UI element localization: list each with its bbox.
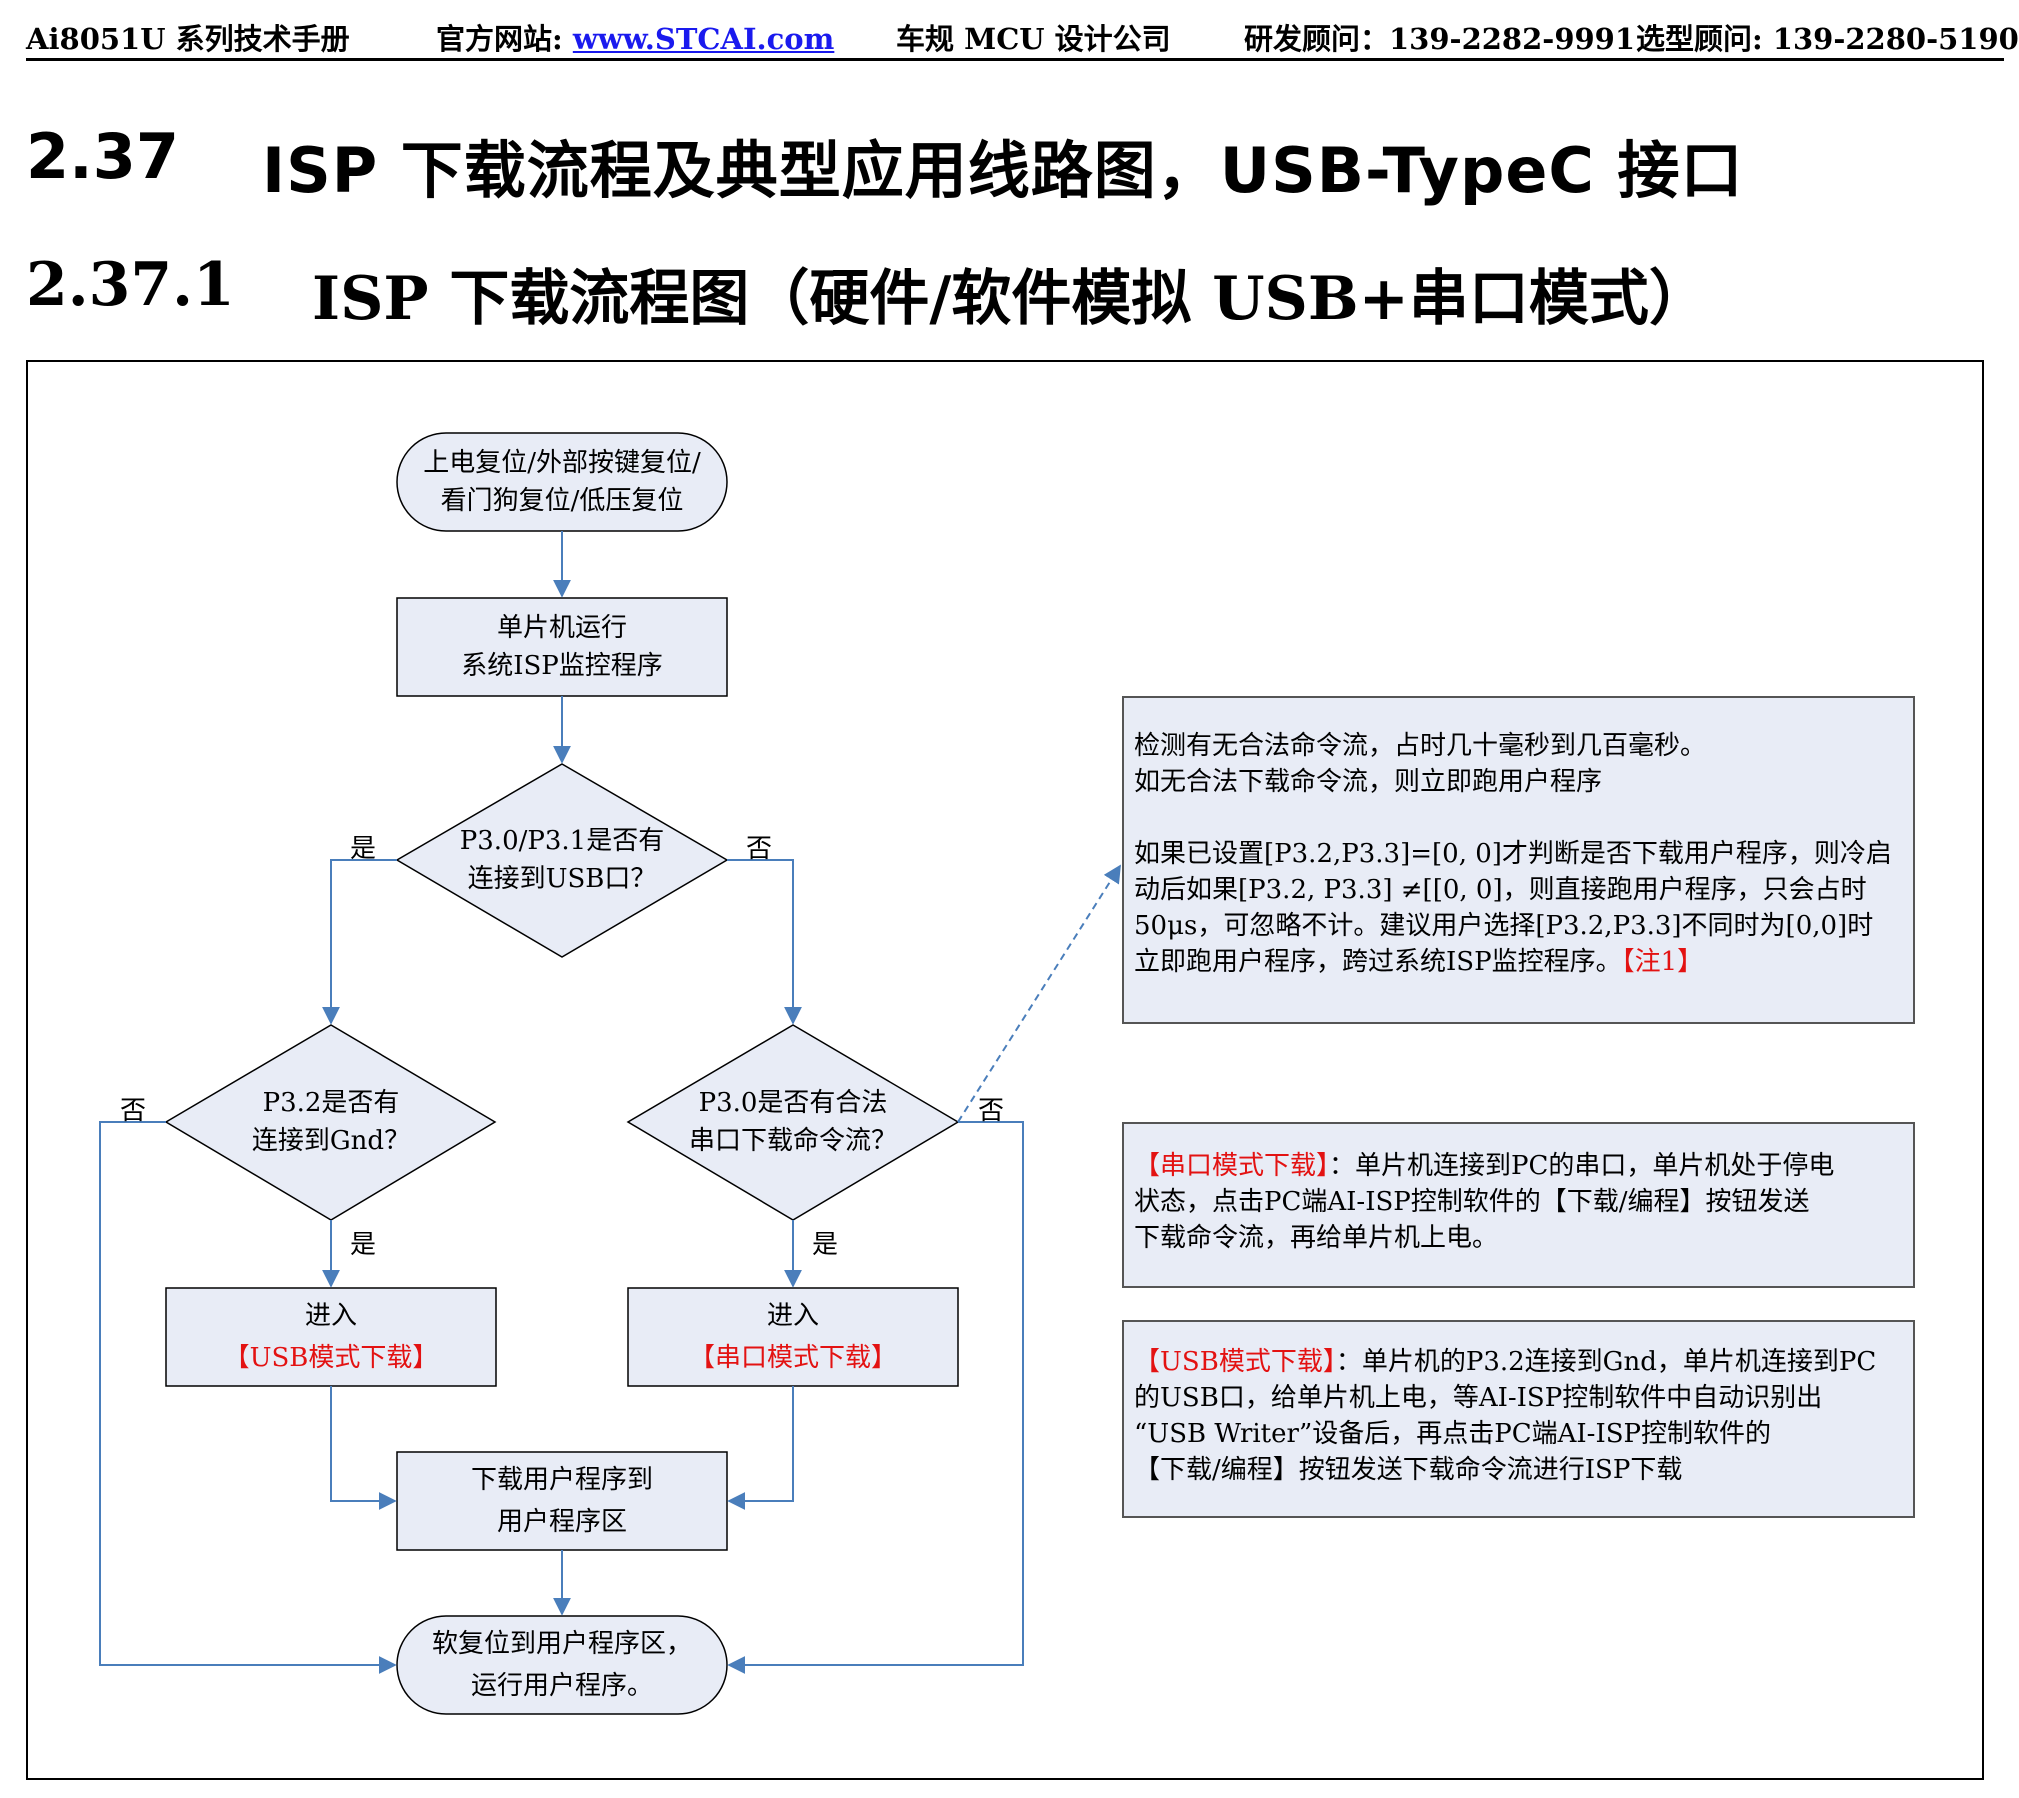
usb-note-line-3: “USB Writer”设备后，再点击PC端AI-ISP控制软件的 <box>1134 1419 1772 1449</box>
serial-note-line-1: 【串口模式下载】：单片机连接到PC的串口，单片机处于停电 <box>1134 1148 1903 1184</box>
enter-serial-mode-box <box>627 1287 959 1387</box>
usb-note-line-1: 【USB模式下载】：单片机的P3.2连接到Gnd，单片机连接到PC <box>1134 1344 1903 1380</box>
serial-note-line-3: 下载命令流，再给单片机上电。 <box>1134 1223 1499 1253</box>
monitor-note-line-3: 如果已设置[P3.2,P3.3]=[0, 0]才判断是否下载用户程序，则冷启 <box>1134 839 1892 869</box>
monitor-note-line-2: 如无合法下载命令流，则立即跑用户程序 <box>1134 767 1603 797</box>
serial-mode-note: 【串口模式下载】：单片机连接到PC的串口，单片机处于停电 状态，点击PC端AI-… <box>1122 1122 1915 1288</box>
footnote-1-tag: 【注1】 <box>1621 947 1704 977</box>
section-title: ISP 下载流程及典型应用线路图，USB-TypeC 接口 <box>262 134 1744 207</box>
serial-note-text-1: ：单片机连接到PC的串口，单片机处于停电 <box>1329 1151 1835 1181</box>
serial-decision-yes-label: 是 <box>812 1230 839 1260</box>
section-number: 2.37 <box>26 120 179 193</box>
serial-note-line-2: 状态，点击PC端AI-ISP控制软件的【下载/编程】按钮发送 <box>1134 1187 1810 1217</box>
monitor-line-2: 系统ISP监控程序 <box>461 651 663 681</box>
rd-consultant-phone: 研发顾问：139-2282-9991 <box>1244 22 1636 56</box>
usb-decision-no-label: 否 <box>746 834 773 864</box>
enter-usb-line-2: 【USB模式下载】 <box>223 1343 439 1373</box>
arrow-serial-mode-to-download <box>727 1386 794 1510</box>
serial-note-tag: 【串口模式下载】 <box>1134 1151 1330 1181</box>
start-line-2: 看门狗复位/低压复位 <box>440 486 684 516</box>
enter-serial-mode-text: 进入 【串口模式下载】 <box>628 1288 958 1386</box>
usb-note-line-4: 【下载/编程】按钮发送下载命令流进行ISP下载 <box>1134 1455 1683 1485</box>
gnd-decision-no-label: 否 <box>120 1096 147 1126</box>
monitor-note-line-6: 立即跑用户程序，跨过系统ISP监控程序。【注1】 <box>1134 944 1903 980</box>
end-terminal-text: 软复位到用户程序区， 运行用户程序。 <box>397 1616 727 1714</box>
end-terminal <box>396 1615 728 1715</box>
usb-mode-note: 【USB模式下载】：单片机的P3.2连接到Gnd，单片机连接到PC 的USB口，… <box>1122 1320 1915 1518</box>
gnd-decision-line-1: P3.2是否有 <box>262 1088 400 1118</box>
usb-note-text-1: ：单片机的P3.2连接到Gnd，单片机连接到PC <box>1335 1347 1877 1377</box>
gnd-decision-line-2: 连接到Gnd？ <box>251 1126 411 1156</box>
site-url-link[interactable]: www.STCAI.com <box>572 22 835 56</box>
manual-title: Ai8051U 系列技术手册 <box>26 22 350 56</box>
download-line-2: 用户程序区 <box>496 1507 627 1537</box>
end-line-2: 运行用户程序。 <box>470 1671 653 1701</box>
usb-decision-diamond <box>395 763 729 958</box>
arrow-serial-no-to-end <box>727 1121 1024 1674</box>
site-label: 官方网站: www.STCAI.com <box>436 16 834 58</box>
usb-decision-text: P3.0/P3.1是否有 连接到USB口？ <box>427 812 697 908</box>
monitor-note-line-5: 50μs，可忽略不计。建议用户选择[P3.2,P3.3]不同时为[0,0]时 <box>1134 911 1874 941</box>
usb-note-tag: 【USB模式下载】 <box>1134 1347 1336 1377</box>
serial-decision-no-label: 否 <box>978 1096 1005 1126</box>
monitor-note-last-text: 立即跑用户程序，跨过系统ISP监控程序。 <box>1134 947 1622 977</box>
usb-decision-line-2: 连接到USB口？ <box>467 864 657 894</box>
site-label-text: 官方网站: <box>436 22 573 56</box>
subsection-title: ISP 下载流程图（硬件/软件模拟 USB+串口模式） <box>312 264 1709 334</box>
monitor-box-text: 单片机运行 系统ISP监控程序 <box>397 598 727 696</box>
subsection-number: 2.37.1 <box>26 250 235 320</box>
company-slogan: 车规 MCU 设计公司 <box>896 22 1171 56</box>
monitor-note-line-1: 检测有无合法命令流，占时几十毫秒到几百毫秒。 <box>1134 731 1707 761</box>
download-user-program-text: 下载用户程序到 用户程序区 <box>397 1452 727 1550</box>
start-line-1: 上电复位/外部按键复位/ <box>423 448 701 478</box>
serial-decision-line-2: 串口下载命令流？ <box>688 1126 897 1156</box>
arrow-gnd-no-to-end <box>99 1121 397 1674</box>
monitor-timing-note: 检测有无合法命令流，占时几十毫秒到几百毫秒。 如无合法下载命令流，则立即跑用户程… <box>1122 696 1915 1024</box>
download-line-1: 下载用户程序到 <box>470 1465 653 1495</box>
usb-decision-yes-label: 是 <box>350 834 377 864</box>
enter-serial-line-1: 进入 <box>766 1301 819 1331</box>
gnd-decision-yes-label: 是 <box>350 1230 377 1260</box>
monitor-line-1: 单片机运行 <box>496 613 627 643</box>
enter-usb-line-1: 进入 <box>304 1301 357 1331</box>
serial-decision-line-1: P3.0是否有合法 <box>698 1088 888 1118</box>
arrow-usb-yes-to-gnd <box>322 859 397 1025</box>
monitor-note-line-4: 动后如果[P3.2, P3.3] ≠[[0, 0]，则直接跑用户程序，只会占时 <box>1134 875 1867 905</box>
selection-consultant-phone: 选型顾问: 139-2280-5190 <box>1636 22 2019 56</box>
end-line-1: 软复位到用户程序区， <box>431 1629 692 1659</box>
diagram-frame <box>26 360 1984 1780</box>
usb-note-line-2: 的USB口，给单片机上电，等AI-ISP控制软件中自动识别出 <box>1134 1383 1823 1413</box>
gnd-decision-text: P3.2是否有 连接到Gnd？ <box>196 1074 466 1170</box>
download-user-program-box <box>396 1451 728 1551</box>
usb-decision-line-1: P3.0/P3.1是否有 <box>459 826 665 856</box>
arrow-usb-mode-to-download <box>330 1386 397 1510</box>
dashed-pointer-to-monitor-note <box>957 864 1121 1123</box>
serial-decision-text: P3.0是否有合法 串口下载命令流？ <box>658 1074 928 1170</box>
enter-usb-mode-box <box>165 1287 497 1387</box>
start-terminal-text: 上电复位/外部按键复位/ 看门狗复位/低压复位 <box>397 433 727 531</box>
enter-usb-mode-text: 进入 【USB模式下载】 <box>166 1288 496 1386</box>
enter-serial-line-2: 【串口模式下载】 <box>688 1343 897 1373</box>
page-header: Ai8051U 系列技术手册 官方网站: www.STCAI.com 车规 MC… <box>0 0 2019 62</box>
monitor-note-spacer <box>1134 800 1903 836</box>
arrow-usb-no-to-serial <box>727 859 802 1025</box>
header-divider <box>26 58 2004 61</box>
